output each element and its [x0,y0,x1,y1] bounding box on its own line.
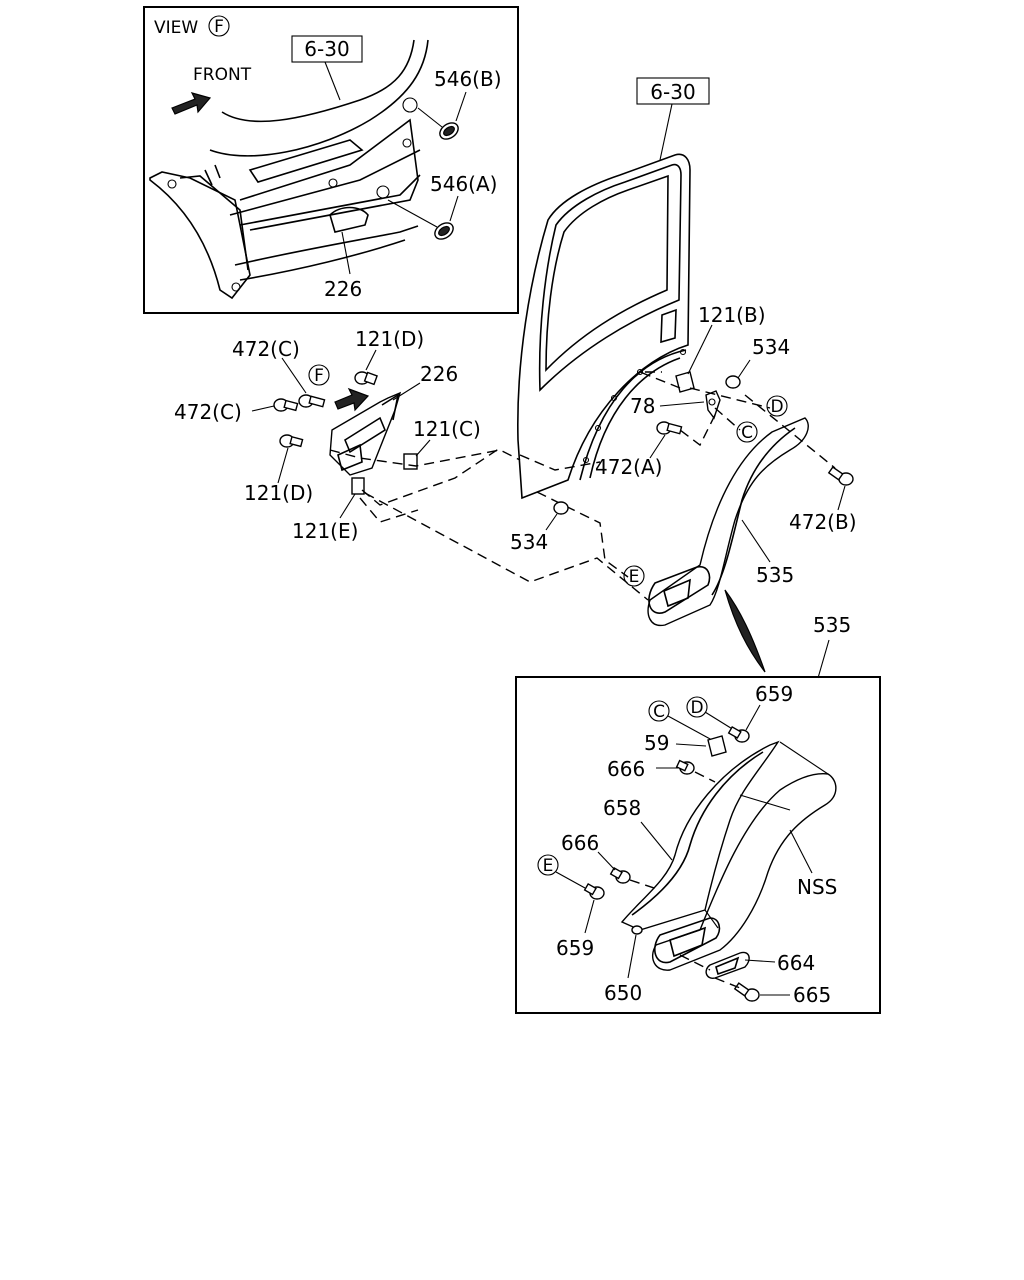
detail-535-inset: 535 C D 659 59 [515,613,881,1014]
label-472c-left: 472(C) [174,400,242,424]
door-drawing [517,153,691,500]
detail-circle-e [537,854,559,876]
bolt-659-top [727,725,750,743]
circle-e-label: E [629,567,640,587]
clip-121b [675,371,695,393]
clip-650 [631,925,643,935]
label-666-bottom: 666 [561,831,599,855]
clip-121c [403,453,418,470]
clip-59 [707,735,727,757]
fender-535-drawing [647,417,809,627]
detail-circle-e-label: E [543,856,554,876]
detail-circle-c [648,700,670,722]
ref-label: 6-30 [304,37,349,61]
label-59: 59 [644,731,669,755]
bolt-472b [827,466,854,486]
bolt-121d-top [354,371,378,386]
label-546a: 546(A) [430,172,497,196]
detail-title: 535 [813,613,851,637]
label-121d-bottom: 121(D) [244,481,313,505]
label-659-bottom: 659 [556,936,594,960]
fender-detail-drawing [620,740,837,971]
bolt-659-bottom [583,882,605,900]
front-arrow-icon [171,92,212,115]
detail-circle-d-label: D [690,698,703,718]
label-121b: 121(B) [698,303,766,327]
label-nss: NSS [797,875,837,899]
label-546b: 546(B) [434,67,502,91]
detail-circle-d [686,696,708,718]
bracket-78 [705,390,721,420]
label-472c-top: 472(C) [232,337,300,361]
clip-121e [351,477,365,495]
bolt-666-top [675,759,695,775]
bolt-121d-bottom [279,434,304,448]
ref-label-main: 6-30 [650,80,695,104]
front-label: FRONT [193,65,252,85]
circle-f-label: F [314,366,324,386]
label-78: 78 [630,394,655,418]
label-121d-top: 121(D) [355,327,424,351]
bolt-472c-top [298,394,326,408]
circle-c-label: C [741,423,753,443]
label-472b: 472(B) [789,510,857,534]
main-assembly: 6-30 535 226 121(D) F [174,77,857,673]
door-inner-panel-drawing [149,39,429,300]
bolt-472c-left [273,398,299,412]
circle-d-label: D [770,397,783,417]
view-letter-circle [208,15,230,37]
label-121c: 121(C) [413,417,481,441]
label-535: 535 [756,563,794,587]
circle-e [623,565,645,587]
label-665: 665 [793,983,831,1007]
label-659-top: 659 [755,682,793,706]
cover-664 [705,951,750,979]
label-666-top: 666 [607,757,645,781]
label-664: 664 [777,951,815,975]
label-472a: 472(A) [595,455,662,479]
direction-arrow-icon [334,387,370,412]
ref-box [291,35,363,63]
label-226: 226 [420,362,458,386]
washer-534-bottom [553,501,569,515]
detail-pointer-icon [724,589,766,673]
label-534-top: 534 [752,335,790,359]
detail-circle-c-label: C [653,702,665,722]
bolt-472a [656,421,683,435]
ref-box-main [636,77,710,105]
label-650: 650 [604,981,642,1005]
circle-c [736,421,758,443]
bolt-665 [733,982,760,1002]
label-121e: 121(E) [292,519,358,543]
label-534-bottom: 534 [510,530,548,554]
circle-d [766,395,788,417]
view-title: VIEW [154,18,198,38]
washer-534-top [725,375,741,389]
view-f-inset: VIEW F FRONT 6-30 [143,6,519,314]
view-letter: F [214,17,224,37]
label-658: 658 [603,796,641,820]
label-226-inset: 226 [324,277,362,301]
circle-f [308,364,330,386]
bolt-666-bottom [609,866,631,884]
